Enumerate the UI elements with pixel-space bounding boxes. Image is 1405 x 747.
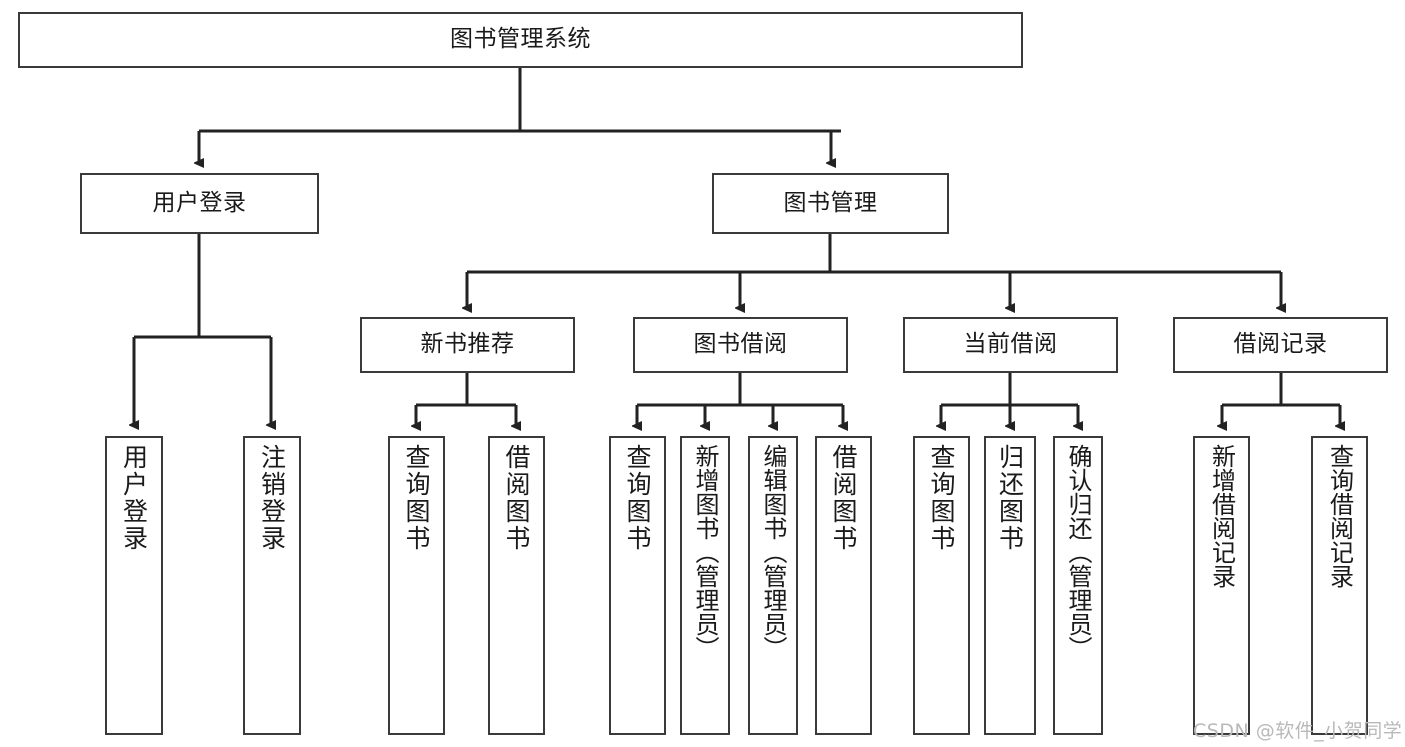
- leaf-borrow-borrow-book[interactable]: 借阅图书: [815, 436, 872, 735]
- node-new-book-recommend[interactable]: 新书推荐: [360, 317, 575, 373]
- node-book-borrow[interactable]: 图书借阅: [633, 317, 848, 373]
- leaf-new-book-query[interactable]: 查询图书: [388, 436, 445, 735]
- leaf-borrow-edit-book[interactable]: 编辑图书（管理员）: [748, 436, 798, 735]
- leaf-borrow-query-book-label: 查询图书: [623, 444, 652, 552]
- leaf-borrow-add-book-label: 新增图书（管理员）: [691, 444, 719, 660]
- leaf-current-query-book-label: 查询图书: [927, 444, 956, 552]
- leaf-borrow-add-book[interactable]: 新增图书（管理员）: [680, 436, 730, 735]
- node-current-borrow-label: 当前借阅: [963, 331, 1058, 358]
- leaf-new-book-borrow[interactable]: 借阅图书: [488, 436, 545, 735]
- leaf-borrow-borrow-book-label: 借阅图书: [829, 444, 858, 552]
- leaf-current-confirm-return-label: 确认归还（管理员）: [1064, 444, 1092, 660]
- leaf-current-query-book[interactable]: 查询图书: [913, 436, 970, 735]
- leaf-borrow-edit-book-label: 编辑图书（管理员）: [759, 444, 787, 660]
- leaf-current-return-book-label: 归还图书: [995, 444, 1025, 552]
- leaf-record-query[interactable]: 查询借阅记录: [1311, 436, 1368, 735]
- node-borrow-record[interactable]: 借阅记录: [1173, 317, 1388, 373]
- node-user-login-label: 用户登录: [152, 189, 247, 216]
- node-book-management[interactable]: 图书管理: [712, 173, 949, 234]
- leaf-user-login-logout[interactable]: 注销登录: [243, 436, 301, 735]
- node-new-book-recommend-label: 新书推荐: [420, 331, 515, 358]
- node-book-management-label: 图书管理: [783, 189, 878, 216]
- node-book-borrow-label: 图书借阅: [693, 331, 788, 358]
- leaf-record-query-label: 查询借阅记录: [1325, 444, 1354, 588]
- node-borrow-record-label: 借阅记录: [1233, 331, 1328, 358]
- leaf-record-add-label: 新增借阅记录: [1207, 444, 1236, 588]
- leaf-user-login-logout-label: 注销登录: [257, 444, 287, 552]
- node-root[interactable]: 图书管理系统: [18, 12, 1023, 68]
- leaf-new-book-borrow-label: 借阅图书: [502, 444, 531, 552]
- node-current-borrow[interactable]: 当前借阅: [903, 317, 1118, 373]
- leaf-current-return-book[interactable]: 归还图书: [984, 436, 1036, 735]
- leaf-record-add[interactable]: 新增借阅记录: [1193, 436, 1250, 735]
- node-user-login[interactable]: 用户登录: [80, 173, 319, 234]
- leaf-user-login-login-label: 用户登录: [119, 444, 149, 552]
- leaf-new-book-query-label: 查询图书: [402, 444, 431, 552]
- leaf-current-confirm-return[interactable]: 确认归还（管理员）: [1053, 436, 1103, 735]
- leaf-borrow-query-book[interactable]: 查询图书: [609, 436, 666, 735]
- node-root-label: 图书管理系统: [450, 26, 591, 53]
- leaf-user-login-login[interactable]: 用户登录: [105, 436, 163, 735]
